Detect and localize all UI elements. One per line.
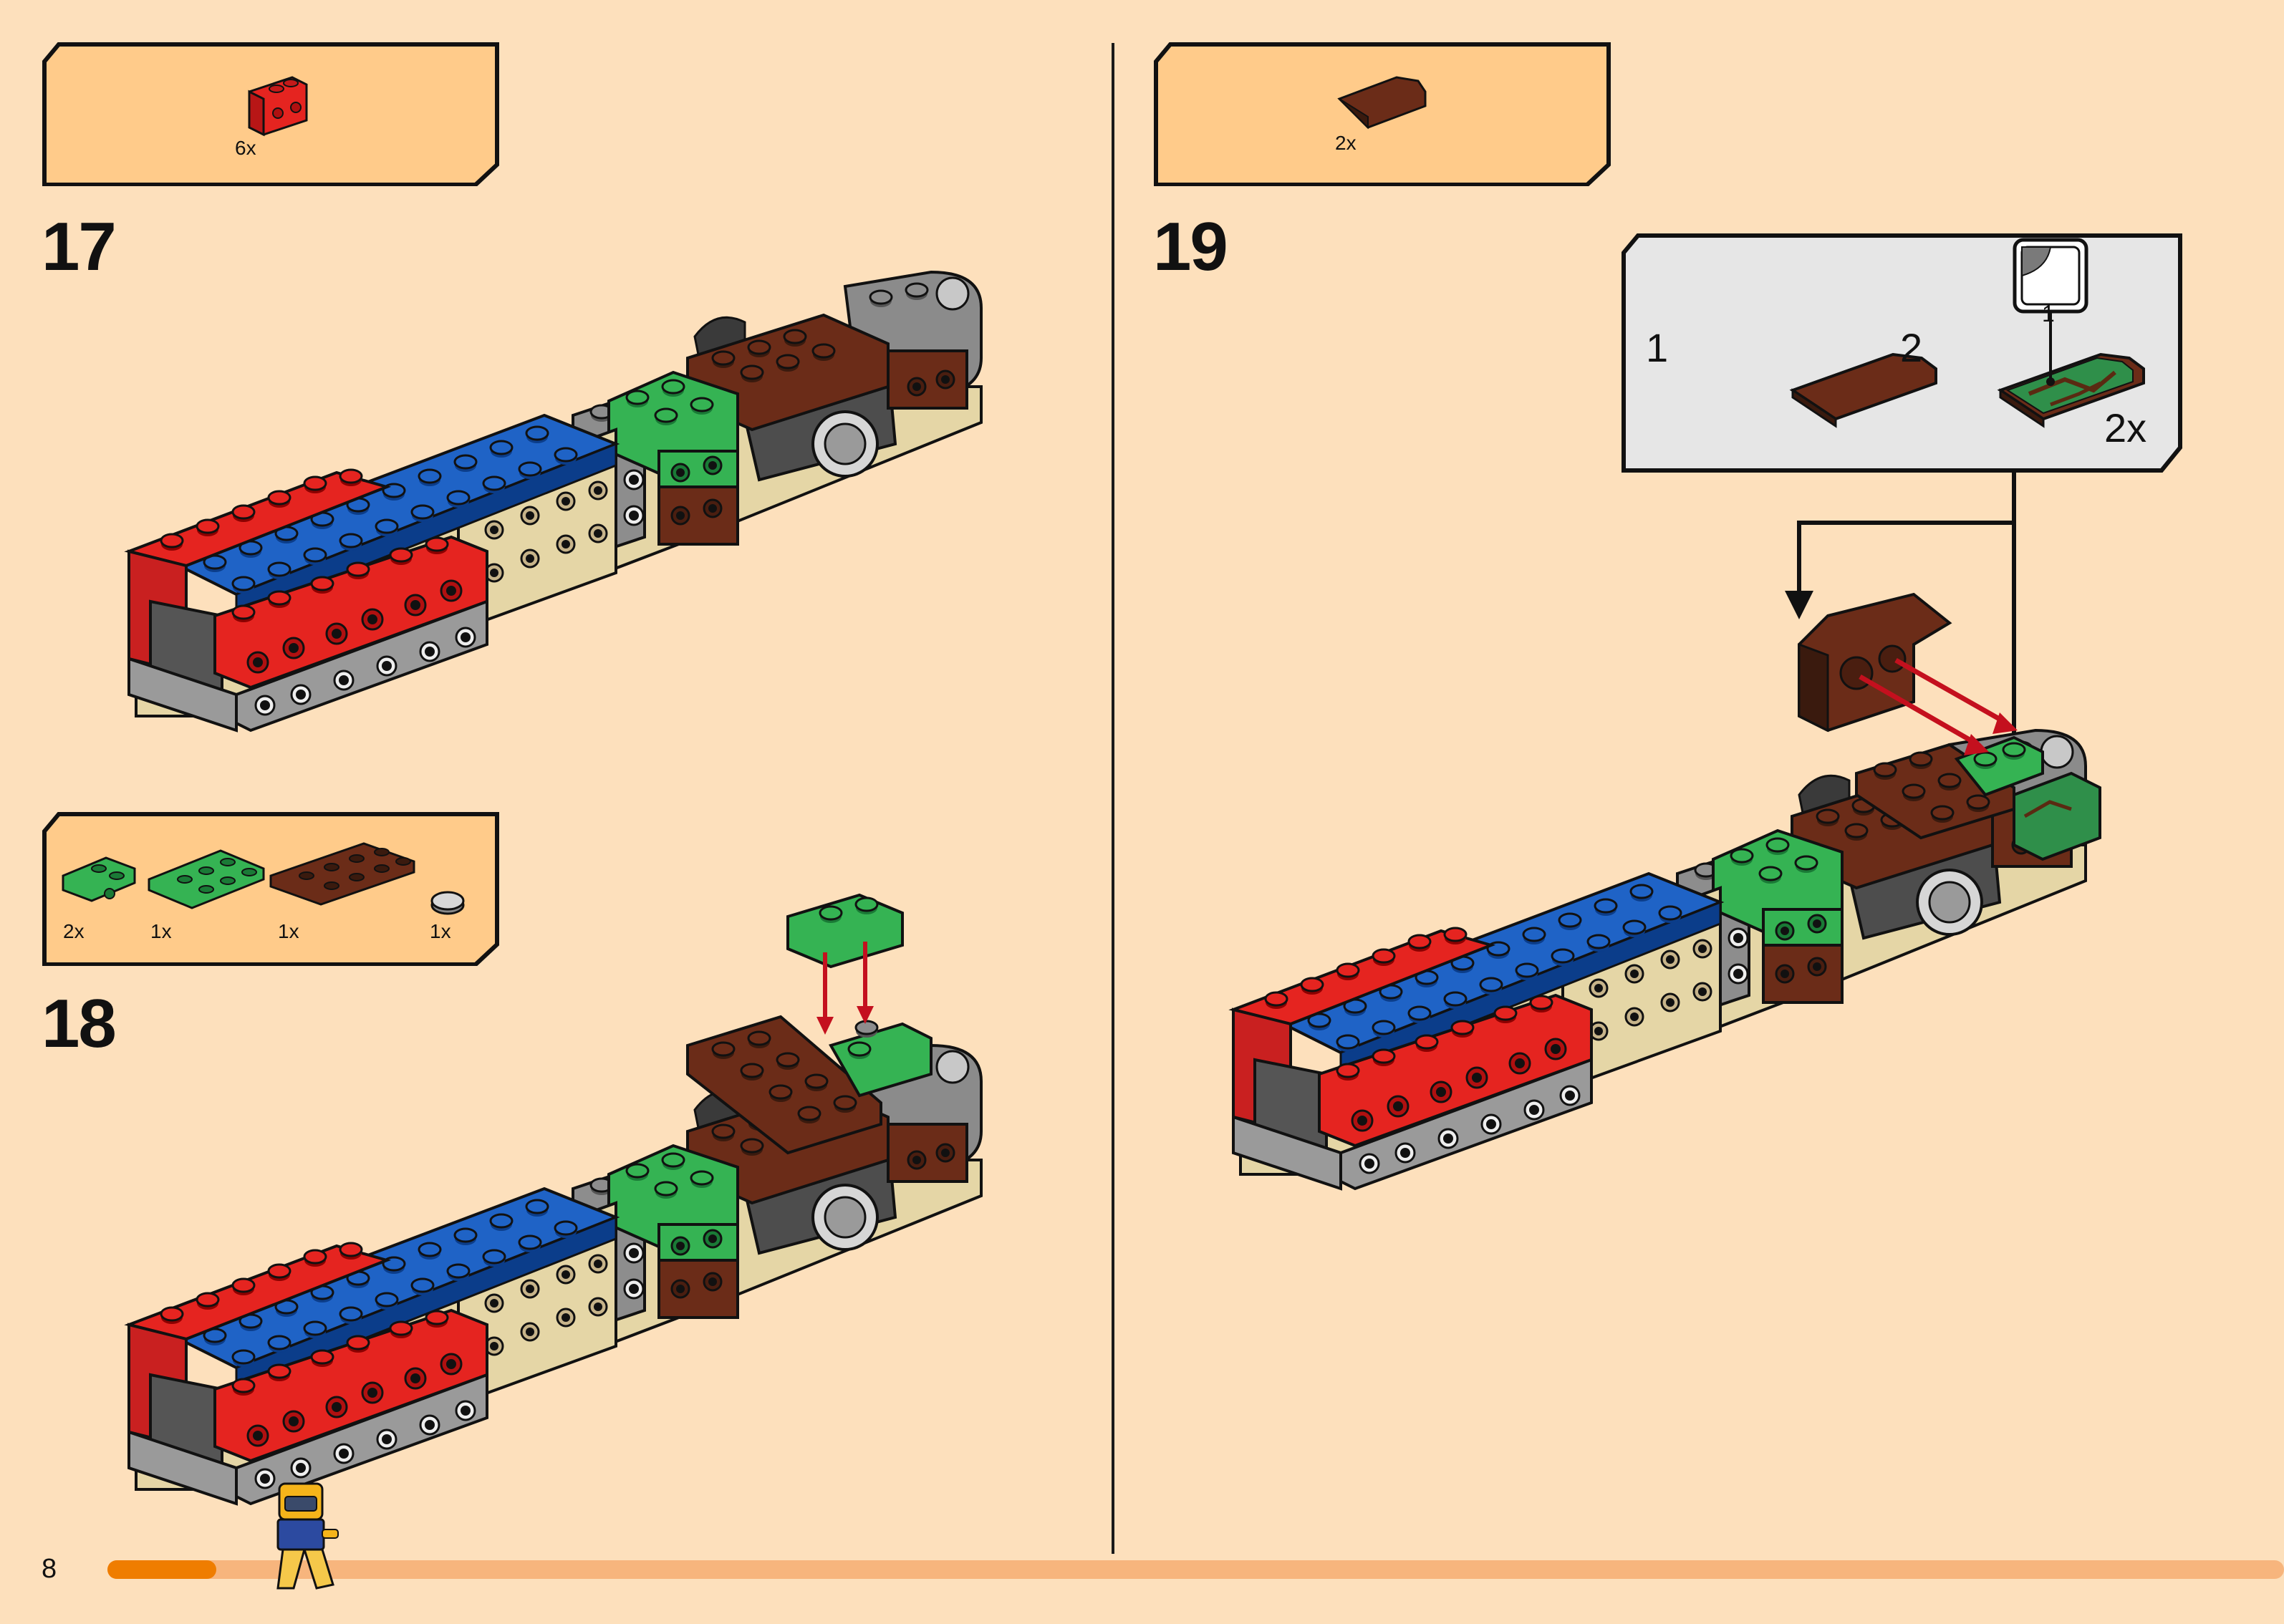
step-19-number: 19	[1153, 208, 1227, 286]
sticker-number: 1	[2042, 301, 2055, 327]
callout-qty: 2x	[2104, 405, 2146, 451]
minifigure-icon	[265, 1481, 344, 1595]
floating-brown-wedge	[1799, 594, 1950, 730]
progress-track	[107, 1560, 2284, 1579]
step-18-model	[0, 745, 1112, 1532]
page-number: 8	[42, 1554, 57, 1585]
step-19-part-qty: 2x	[1335, 132, 1357, 155]
floating-green-plate	[788, 895, 902, 967]
callout-step-2: 2	[1900, 324, 1922, 371]
step-19-model	[1112, 473, 2284, 1260]
step-19-subassembly-callout: 1 2 1 2x	[1621, 233, 2183, 473]
callout-step-1: 1	[1646, 324, 1668, 371]
progress-bar	[107, 1560, 216, 1579]
parts-box-frame	[1153, 42, 1611, 186]
step-17-model	[0, 0, 1112, 788]
step-19-parts-box: 2x	[1153, 42, 1611, 186]
